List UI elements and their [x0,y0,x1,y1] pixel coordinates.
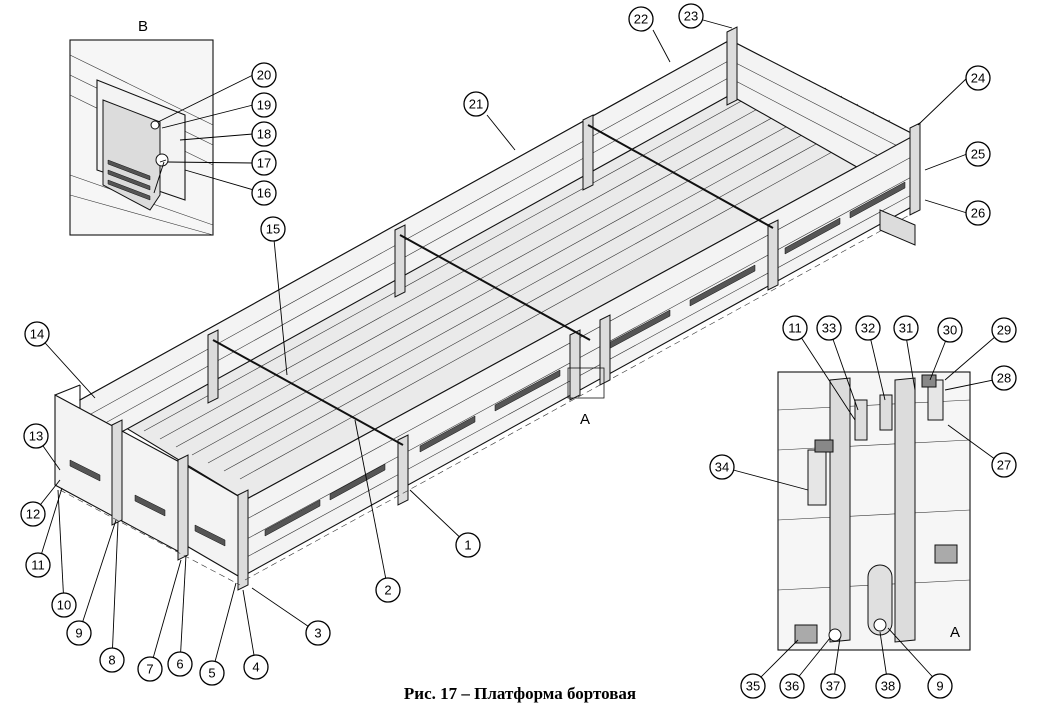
callout-22: 22 [628,6,654,32]
callout-19: 19 [251,92,277,118]
side-board-latches [264,181,906,537]
callout-2: 2 [375,577,401,603]
svg-text:33: 33 [822,321,836,336]
callout-17: 17 [251,150,277,176]
callout-28: 28 [991,365,1017,391]
callout-11-detail: 11 [782,315,808,341]
callout-27: 27 [991,452,1017,478]
callout-15: 15 [260,216,286,242]
svg-text:24: 24 [971,71,985,86]
callout-21: 21 [463,91,489,117]
svg-text:35: 35 [746,679,760,694]
svg-text:36: 36 [785,679,799,694]
svg-text:1: 1 [464,538,471,553]
svg-text:19: 19 [257,98,271,113]
chassis-outline [59,211,916,586]
svg-text:6: 6 [176,657,183,672]
svg-text:34: 34 [715,460,729,475]
svg-text:9: 9 [75,626,82,641]
svg-text:37: 37 [826,679,840,694]
callout-14: 14 [24,321,50,347]
callout-3: 3 [305,620,331,646]
callout-26: 26 [965,200,991,226]
svg-text:15: 15 [266,222,280,237]
svg-text:30: 30 [943,323,957,338]
svg-text:11: 11 [31,558,45,573]
svg-text:3: 3 [314,626,321,641]
detail-a-label: A [950,624,960,641]
svg-text:14: 14 [30,327,44,342]
figure-caption: Рис. 17 – Платформа бортовая [403,684,637,703]
tail-boards [54,384,246,581]
svg-text:11: 11 [788,321,802,336]
callout-30: 30 [937,317,963,343]
svg-text:16: 16 [257,186,271,201]
callout-24: 24 [965,65,991,91]
svg-text:26: 26 [971,206,985,221]
svg-text:38: 38 [881,679,895,694]
section-a-marker [567,367,605,399]
svg-text:27: 27 [997,458,1011,473]
callout-5: 5 [199,660,225,686]
cross-tie-bars [212,124,774,446]
callout-4: 4 [243,654,269,680]
callout-32: 32 [855,315,881,341]
callout-16: 16 [251,180,277,206]
callout-9-detail: 9 [927,673,953,699]
callout-9: 9 [66,620,92,646]
svg-text:17: 17 [257,156,271,171]
callout-11: 11 [25,552,51,578]
svg-text:10: 10 [57,598,71,613]
callout-1: 1 [455,532,481,558]
stake-posts [111,26,921,591]
svg-text:8: 8 [108,653,115,668]
detail-view-b: В [69,18,214,236]
detail-view-a: A [777,371,971,651]
callout-37: 37 [820,673,846,699]
callout-34: 34 [709,454,735,480]
svg-text:21: 21 [469,97,483,112]
callout-6: 6 [167,651,193,677]
callout-7: 7 [137,656,163,682]
callout-18: 18 [251,121,277,147]
callouts: 1 2 3 4 5 6 7 8 9 10 11 12 13 14 15 16 1… [20,3,1017,699]
callout-31: 31 [893,315,919,341]
svg-text:13: 13 [29,429,43,444]
svg-text:12: 12 [26,507,40,522]
platform-body [54,26,921,591]
svg-text:22: 22 [634,12,648,27]
callout-8: 8 [99,647,125,673]
callout-38: 38 [875,673,901,699]
svg-text:32: 32 [861,321,875,336]
callout-33: 33 [816,315,842,341]
callout-20: 20 [251,62,277,88]
callout-13: 13 [23,423,49,449]
mounting-bracket [879,209,916,246]
section-label-a: A [580,411,590,428]
svg-text:4: 4 [252,660,259,675]
svg-text:23: 23 [684,9,698,24]
svg-text:29: 29 [997,323,1011,338]
callout-36: 36 [779,673,805,699]
callout-23: 23 [678,3,704,29]
callout-35: 35 [740,673,766,699]
callout-29: 29 [991,317,1017,343]
svg-text:7: 7 [146,662,153,677]
svg-text:25: 25 [971,147,985,162]
svg-text:18: 18 [257,127,271,142]
callout-25: 25 [965,141,991,167]
svg-text:2: 2 [384,583,391,598]
detail-b-label: В [138,18,148,35]
svg-text:9: 9 [936,679,943,694]
callout-12: 12 [20,501,46,527]
svg-text:31: 31 [899,321,913,336]
callout-10: 10 [51,592,77,618]
svg-text:20: 20 [257,68,271,83]
svg-text:28: 28 [997,371,1011,386]
svg-text:5: 5 [208,666,215,681]
